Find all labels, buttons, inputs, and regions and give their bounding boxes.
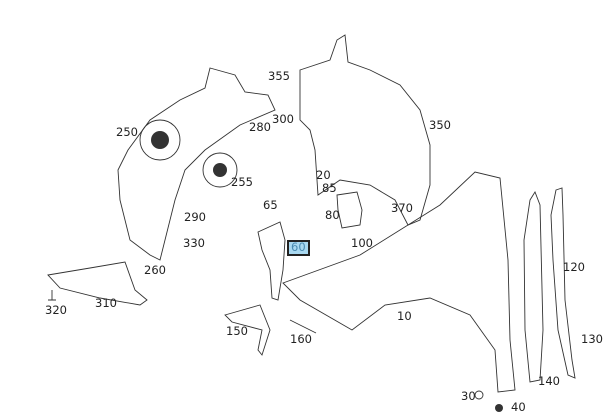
label-40[interactable]: 40 [511, 400, 526, 414]
label-355[interactable]: 355 [268, 69, 290, 83]
label-150[interactable]: 150 [226, 324, 248, 338]
label-300[interactable]: 300 [272, 112, 294, 126]
part-310-shield[interactable] [47, 261, 148, 306]
part-250-wheel-liner[interactable] [117, 67, 276, 261]
label-30[interactable]: 30 [461, 389, 476, 403]
part-40-nut[interactable] [495, 404, 503, 412]
label-250[interactable]: 250 [116, 125, 138, 139]
part-150-bracket[interactable] [224, 304, 271, 356]
label-130[interactable]: 130 [581, 332, 603, 346]
label-290[interactable]: 290 [184, 210, 206, 224]
label-100[interactable]: 100 [351, 236, 373, 250]
label-120[interactable]: 120 [563, 260, 585, 274]
part-140-seal[interactable] [523, 190, 544, 383]
label-140[interactable]: 140 [538, 374, 560, 388]
label-310[interactable]: 310 [95, 296, 117, 310]
part-320-screw[interactable] [48, 290, 56, 301]
part-60-bracket[interactable] [257, 221, 286, 301]
label-60-highlighted[interactable]: 60 [287, 240, 310, 256]
part-10-fender[interactable] [282, 171, 516, 393]
label-260[interactable]: 260 [144, 263, 166, 277]
label-330[interactable]: 330 [183, 236, 205, 250]
label-280[interactable]: 280 [249, 120, 271, 134]
disc-center [213, 163, 227, 177]
part-120-trim[interactable] [550, 187, 576, 379]
label-20[interactable]: 20 [316, 168, 331, 182]
part-80-bracket[interactable] [336, 191, 363, 229]
label-255[interactable]: 255 [231, 175, 253, 189]
label-10[interactable]: 10 [397, 309, 412, 323]
label-370[interactable]: 370 [391, 201, 413, 215]
part-255-disc[interactable] [202, 152, 238, 188]
disc-center [151, 131, 169, 149]
label-320[interactable]: 320 [45, 303, 67, 317]
part-250-disc [139, 119, 181, 161]
part-160-clip[interactable] [289, 319, 317, 334]
label-80[interactable]: 80 [325, 208, 340, 222]
part-30-screw[interactable] [474, 390, 484, 400]
label-160[interactable]: 160 [290, 332, 312, 346]
label-350[interactable]: 350 [429, 118, 451, 132]
label-65[interactable]: 65 [263, 198, 278, 212]
part-350-wheel-liner[interactable] [299, 34, 431, 226]
label-85[interactable]: 85 [322, 181, 337, 195]
